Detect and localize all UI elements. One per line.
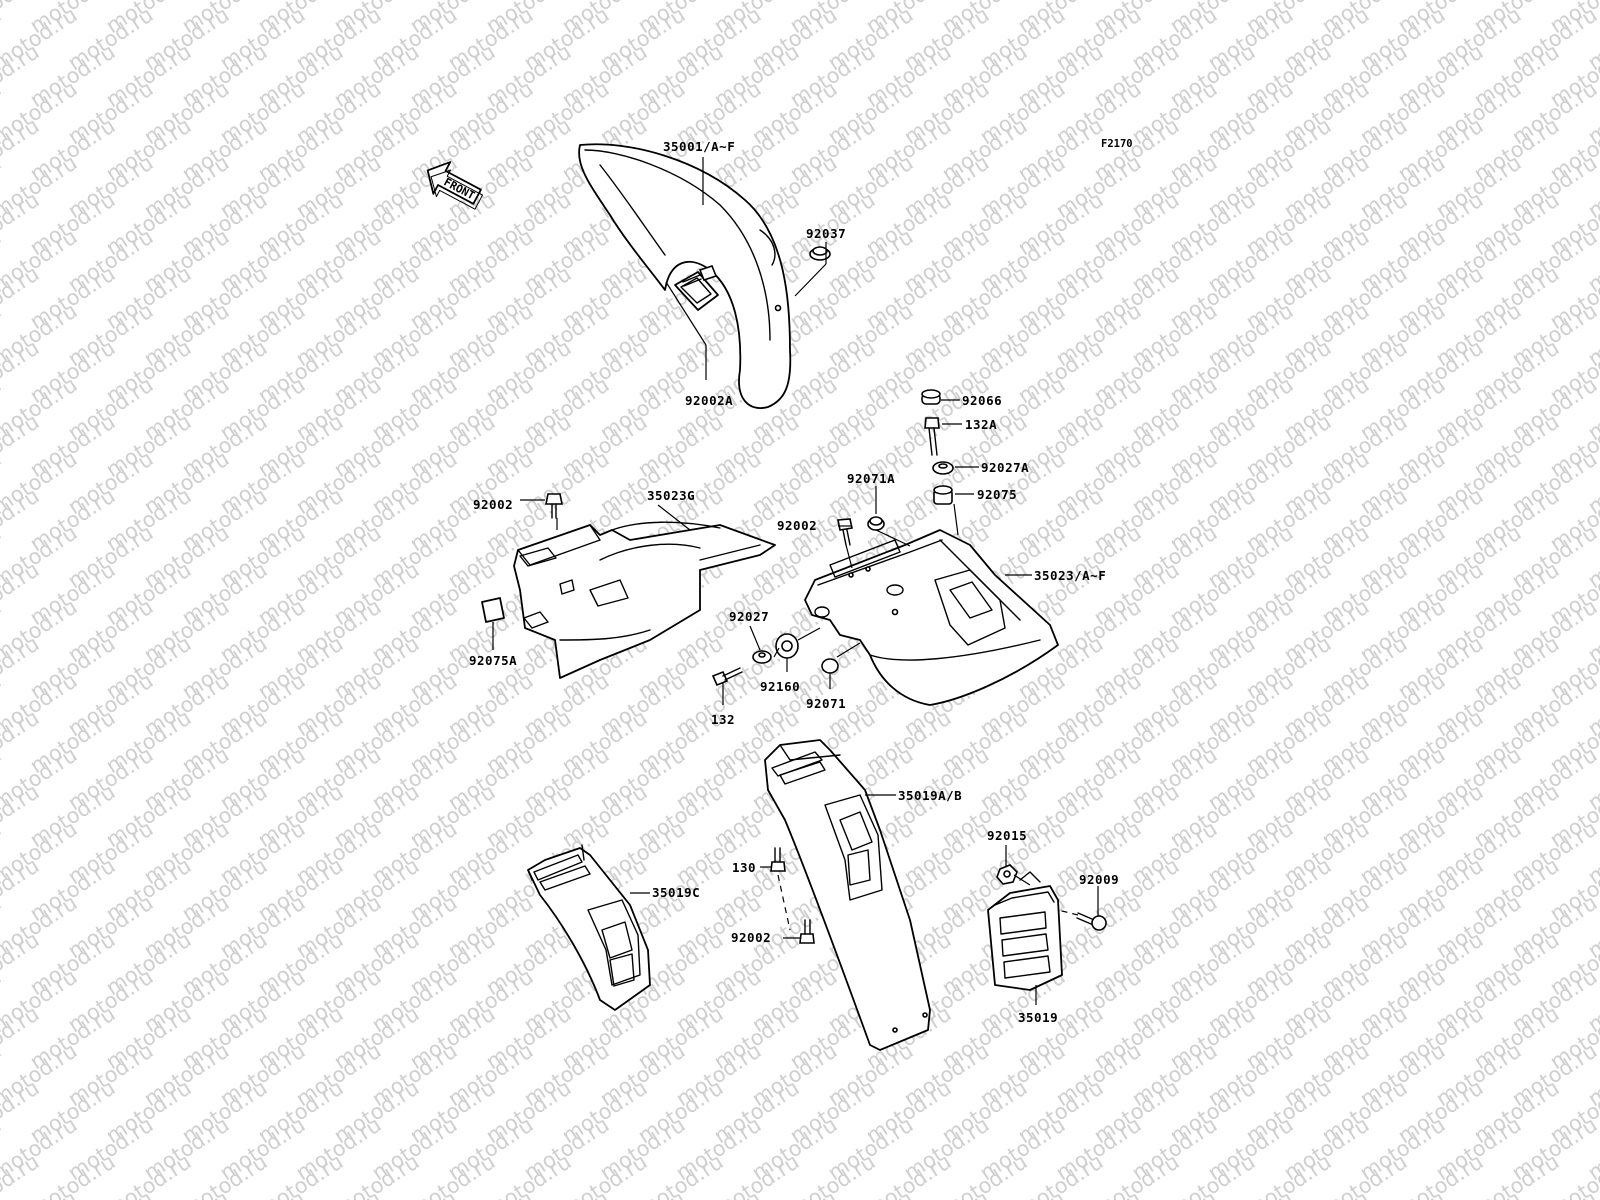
callout-92002-low: 92002 bbox=[731, 930, 771, 945]
callout-92002-mid: 92002 bbox=[777, 518, 817, 533]
grommet-92071 bbox=[821, 658, 839, 674]
grommet-92071A bbox=[867, 516, 885, 531]
damper-92160 bbox=[775, 633, 799, 659]
callout-132: 132 bbox=[711, 712, 735, 727]
damper-92075 bbox=[933, 485, 953, 505]
callout-35019C: 35019C bbox=[652, 885, 700, 900]
callout-92071: 92071 bbox=[806, 696, 846, 711]
callout-35019: 35019 bbox=[1018, 1010, 1058, 1025]
figure-code: F2170 bbox=[1101, 138, 1133, 150]
callout-132A: 132A bbox=[965, 417, 997, 432]
callout-92015: 92015 bbox=[987, 828, 1027, 843]
callout-92075: 92075 bbox=[977, 487, 1017, 502]
callout-130: 130 bbox=[732, 860, 756, 875]
callout-92027: 92027 bbox=[729, 609, 769, 624]
callout-92002A: 92002A bbox=[685, 393, 733, 408]
callout-92160: 92160 bbox=[760, 679, 800, 694]
callout-92037: 92037 bbox=[806, 226, 846, 241]
callout-35023G: 35023G bbox=[647, 488, 695, 503]
callout-35023: 35023/A~F bbox=[1034, 568, 1106, 583]
pad-92075A bbox=[481, 597, 505, 623]
callout-35001: 35001/A~F bbox=[663, 139, 735, 154]
callout-92027A: 92027A bbox=[981, 460, 1029, 475]
callout-35019AB: 35019A/B bbox=[898, 788, 962, 803]
washer-92027A bbox=[932, 461, 954, 475]
cap-92066 bbox=[921, 389, 941, 405]
callout-92009: 92009 bbox=[1079, 872, 1119, 887]
callout-92066: 92066 bbox=[962, 393, 1002, 408]
callout-92075A: 92075A bbox=[469, 653, 517, 668]
clip-92037 bbox=[809, 246, 831, 261]
callout-92002-left: 92002 bbox=[473, 497, 513, 512]
washer-92027 bbox=[752, 650, 772, 664]
callout-92071A: 92071A bbox=[847, 471, 895, 486]
